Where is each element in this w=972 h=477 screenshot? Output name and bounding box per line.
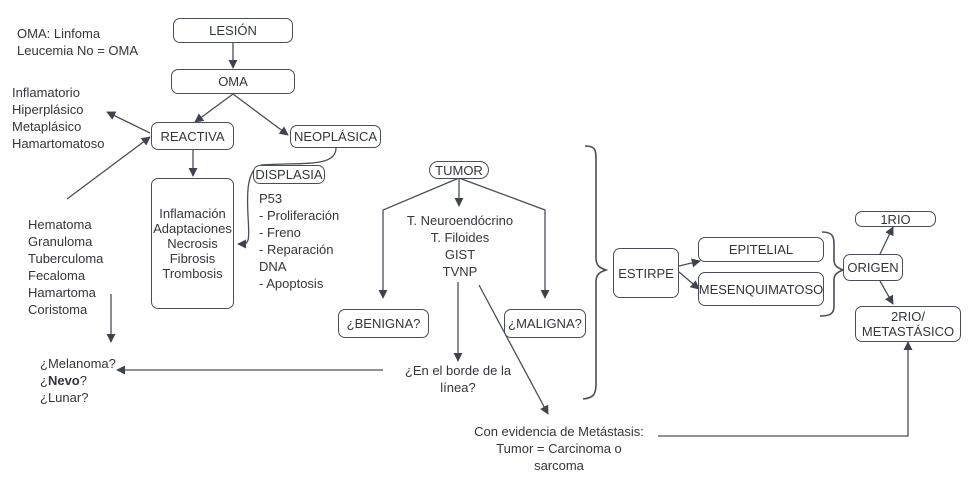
list-item: Fecaloma [28, 268, 86, 283]
list-item: - Proliferación [259, 208, 340, 223]
metastasis-line: sarcoma [534, 458, 584, 473]
list-item: - Reparación [259, 242, 334, 257]
node-reactiva[interactable]: REACTIVA [151, 122, 234, 150]
oma-note-line: OMA: Linfoma [17, 26, 101, 41]
borderline-label: ¿En el borde de la línea? [392, 362, 524, 396]
metastasis-line: Con evidencia de Metástasis: [474, 424, 644, 439]
list-item: Granuloma [28, 234, 93, 249]
arrow-neoplasica-processes [237, 147, 337, 249]
process-item: Adaptaciones [153, 221, 232, 236]
node-label: ¿MALIGNA? [508, 316, 582, 331]
oma-note: OMA: Linfoma Leucemia No = OMA [17, 25, 138, 59]
question-bold: Nevo [47, 373, 80, 388]
list-item: Hamartoma [28, 285, 96, 300]
process-item: Inflamación [159, 206, 226, 221]
arrow-estirpe-mesenquimatoso [678, 271, 700, 290]
arrow-tvnp-metastasis [478, 284, 549, 415]
node-label: 1RIO [880, 211, 911, 227]
oma-note-line: Leucemia No = OMA [17, 43, 139, 58]
masses-list: Hematoma Granuloma Tuberculoma Fecaloma … [28, 216, 103, 318]
node-neoplasica[interactable]: NEOPLÁSICA [290, 125, 381, 148]
list-item: Hiperplásico [12, 102, 84, 117]
list-item: Metaplásico [12, 119, 82, 134]
arrow-masses-reactiva [66, 136, 151, 200]
arrow-tumor-maligna [458, 177, 550, 299]
borderline-line: línea? [440, 380, 476, 395]
reactive-types-list: Inflamatorio Hiperplásico Metaplásico Ha… [12, 84, 104, 152]
arrow-metastasis-secundario [658, 341, 913, 437]
node-label: LESIÓN [209, 23, 257, 38]
node-lesion[interactable]: LESIÓN [173, 18, 293, 43]
node-estirpe[interactable]: ESTIRPE [613, 248, 679, 298]
list-item: TVNP [442, 264, 478, 279]
question-nevo: ¿Nevo? [40, 372, 116, 389]
question-suffix: ? [79, 373, 87, 388]
list-item: DNA [259, 259, 287, 274]
node-primario[interactable]: 1RIO [855, 211, 936, 227]
arrow-origen-primario [879, 226, 894, 255]
node-oma[interactable]: OMA [171, 69, 295, 94]
node-displasia[interactable]: DISPLASIA [253, 165, 325, 184]
displasia-genes-list: P53 - Proliferación - Freno - Reparación… [259, 190, 339, 292]
arrow-oma-reactiva [194, 93, 234, 123]
node-label-line: METASTÁSICO [861, 324, 955, 339]
skin-questions: ¿Melanoma? ¿Nevo? ¿Lunar? [40, 355, 116, 406]
process-item: Fibrosis [169, 251, 216, 266]
process-item: Necrosis [167, 236, 218, 251]
arrow-tumor-benigna [378, 177, 460, 299]
question-melanoma: ¿Melanoma? [40, 356, 116, 371]
list-item: T. Neuroendócrino [406, 213, 514, 228]
node-label: ORIGEN [847, 260, 899, 275]
node-reactive-processes[interactable]: Inflamación Adaptaciones Necrosis Fibros… [151, 178, 234, 309]
process-item: Trombosis [162, 266, 223, 281]
node-origen[interactable]: ORIGEN [843, 254, 903, 281]
node-label: MESENQUIMATOSO [698, 281, 824, 297]
list-item: - Freno [259, 225, 301, 240]
node-epitelial[interactable]: EPITELIAL [698, 237, 824, 262]
node-label: ¿BENIGNA? [346, 316, 421, 331]
node-maligna[interactable]: ¿MALIGNA? [504, 309, 586, 338]
list-item: - Apoptosis [259, 276, 324, 291]
node-secundario[interactable]: 2RIO/ METASTÁSICO [855, 306, 961, 342]
brace-large [582, 145, 609, 400]
node-label: DISPLASIA [255, 167, 323, 182]
arrow-reactiva-types [106, 111, 151, 134]
metastasis-label: Con evidencia de Metástasis: Tumor = Car… [466, 423, 652, 474]
borderline-line: ¿En el borde de la [404, 363, 512, 378]
metastasis-line: Tumor = Carcinoma o [496, 441, 622, 456]
node-mesenquimatoso[interactable]: MESENQUIMATOSO [698, 272, 824, 306]
list-item: Hematoma [28, 217, 92, 232]
arrow-oma-neoplasica [232, 93, 289, 136]
node-label: REACTIVA [160, 128, 225, 144]
node-benigna[interactable]: ¿BENIGNA? [338, 309, 429, 338]
node-label: ESTIRPE [618, 265, 674, 281]
list-item: GIST [444, 247, 476, 262]
list-item: T. Filoides [430, 230, 490, 245]
node-label: EPITELIAL [728, 242, 794, 257]
list-item: P53 [259, 191, 283, 206]
list-item: Tuberculoma [28, 251, 104, 266]
question-prefix: ¿ [40, 373, 48, 388]
node-tumor[interactable]: TUMOR [429, 161, 489, 179]
tumor-examples-list: T. Neuroendócrino T. Filoides GIST TVNP [402, 212, 518, 280]
list-item: Hamartomatoso [12, 136, 105, 151]
node-label: OMA [218, 74, 248, 89]
question-lunar: ¿Lunar? [40, 390, 89, 405]
node-label-line: 2RIO/ [891, 309, 925, 324]
list-item: Coristoma [28, 302, 88, 317]
list-item: Inflamatorio [12, 85, 80, 100]
arrow-estirpe-epitelial [678, 258, 701, 268]
node-label: NEOPLÁSICA [293, 129, 378, 144]
node-label: TUMOR [435, 162, 483, 178]
arrow-origen-secundario [879, 280, 894, 305]
